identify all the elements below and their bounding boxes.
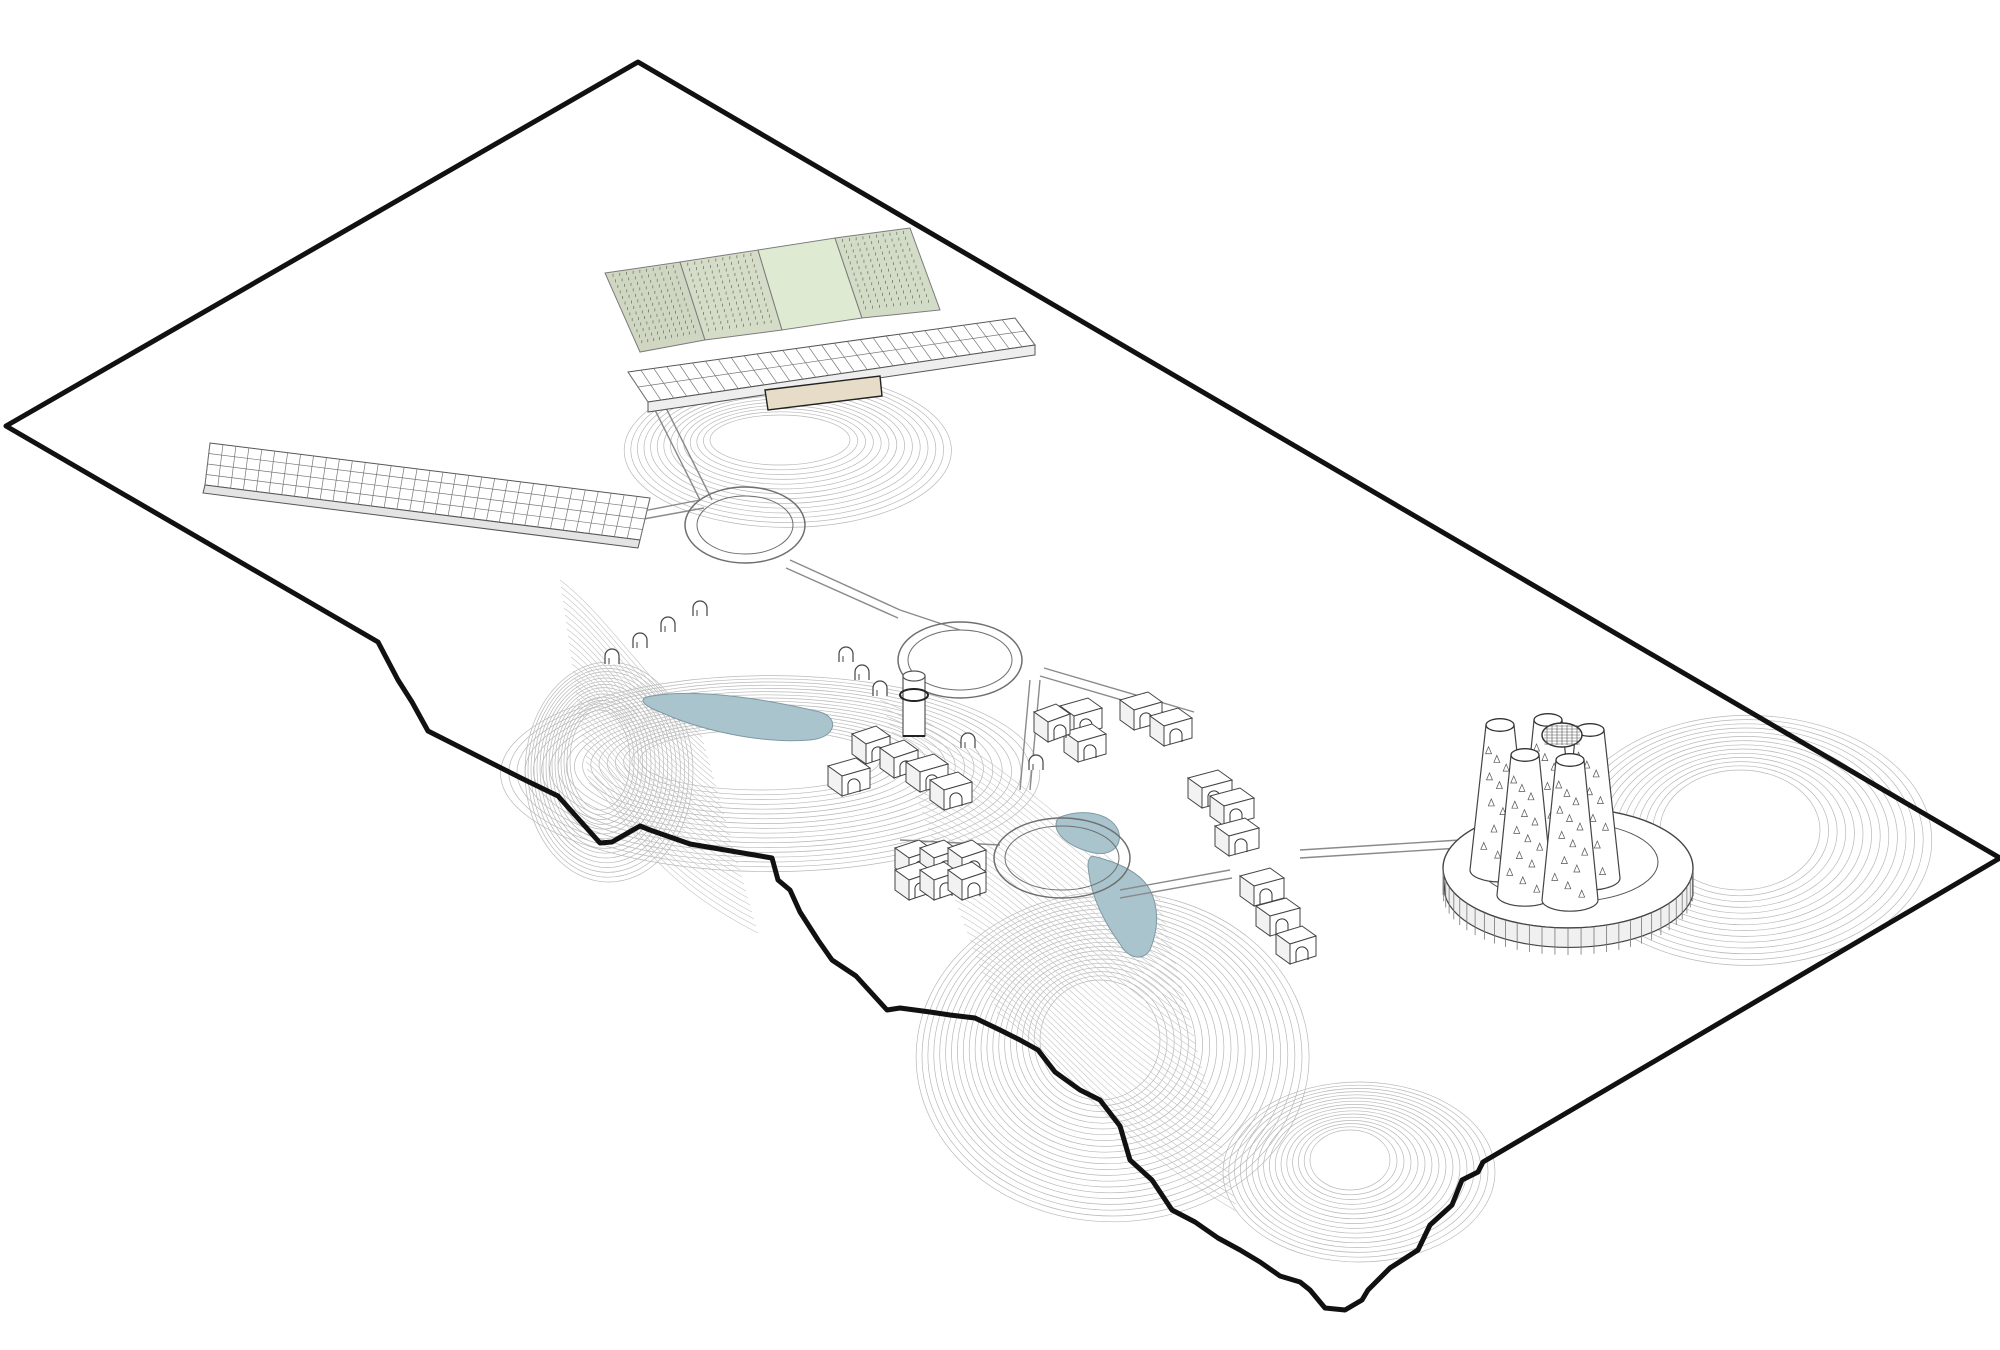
farm-fields xyxy=(604,227,941,353)
site-boundary xyxy=(3,59,2000,1313)
tower xyxy=(899,670,929,737)
terrain-contours xyxy=(500,373,1933,1263)
field-texture xyxy=(612,231,929,344)
path-north-spine xyxy=(649,399,701,501)
path-bridge-west xyxy=(789,559,901,611)
path-south-spine-b xyxy=(1029,679,1041,791)
cave-opening xyxy=(960,732,976,748)
path-solar-link-b xyxy=(637,507,705,521)
cone-towers xyxy=(1469,713,1621,912)
house-unit xyxy=(946,861,988,901)
cave-opening xyxy=(660,616,676,632)
cave-opening xyxy=(872,680,888,696)
water-bodies xyxy=(642,692,1158,958)
cone-ring-ticks xyxy=(1442,868,1694,955)
path-bridge-west-b xyxy=(785,567,899,619)
house-unit xyxy=(928,771,974,811)
cave-opening xyxy=(632,632,648,648)
residential-units xyxy=(826,691,1318,965)
path-north-spine-b xyxy=(661,399,713,501)
house-unit xyxy=(1148,707,1194,747)
cave-opening xyxy=(1028,754,1044,770)
greenhouse-ribs xyxy=(627,317,1036,403)
stream xyxy=(1087,855,1158,958)
contour-south-ravine xyxy=(915,891,1310,1223)
path-solar-link xyxy=(637,499,701,513)
solar-panel-array xyxy=(202,442,651,549)
path-to-east-b xyxy=(1119,877,1233,899)
house-unit xyxy=(1062,723,1108,763)
cone xyxy=(1541,753,1599,912)
house-unit xyxy=(1032,703,1072,743)
path-to-east xyxy=(1119,869,1231,891)
cave-opening xyxy=(854,664,870,680)
circular-plaza-south xyxy=(993,817,1131,899)
path-to-central xyxy=(899,609,961,631)
path-to-cone-b xyxy=(1299,847,1461,859)
house-unit xyxy=(1118,691,1164,731)
lake-west xyxy=(642,692,834,742)
house-unit xyxy=(1274,925,1318,965)
solar-grid xyxy=(204,442,651,541)
house-unit xyxy=(1213,817,1261,857)
contour-south-east xyxy=(1222,1081,1496,1263)
cave-opening xyxy=(692,600,708,616)
greenhouse-dark-band xyxy=(764,375,883,411)
path-to-cone xyxy=(1299,839,1461,851)
house-unit xyxy=(826,757,872,797)
cave-dwellings xyxy=(604,600,1044,770)
cave-opening xyxy=(604,648,620,664)
path-east-link-b xyxy=(1043,667,1195,713)
circular-plaza-central xyxy=(897,621,1023,699)
field-4 xyxy=(834,227,941,319)
greenhouse-row xyxy=(627,317,1036,413)
cave-opening xyxy=(838,646,854,662)
cone-tower-complex xyxy=(1442,713,1694,955)
path-south-spine xyxy=(1019,679,1031,791)
cone-top-grid xyxy=(1541,722,1583,748)
circular-plaza-north xyxy=(684,486,806,564)
house-unit xyxy=(1238,867,1286,907)
